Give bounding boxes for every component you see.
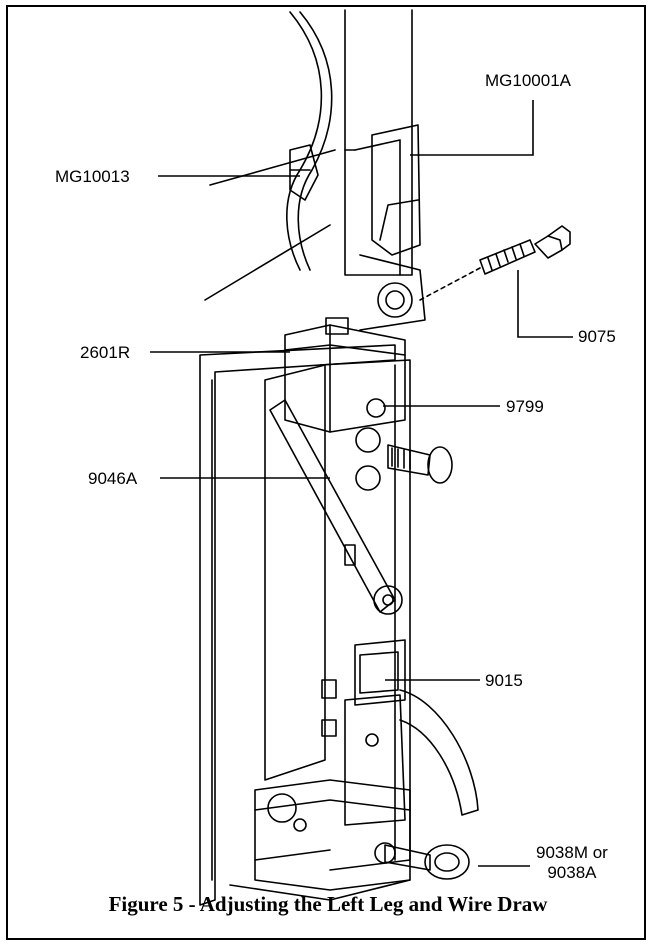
figure-caption: Figure 5 - Adjusting the Left Leg and Wi… xyxy=(108,892,548,916)
callout-9075: 9075 xyxy=(578,327,616,346)
callout-2601r: 2601R xyxy=(80,343,131,362)
bracket xyxy=(289,144,319,201)
callout-9015: 9015 xyxy=(485,671,523,690)
figure-frame xyxy=(6,5,646,940)
cable xyxy=(286,11,323,271)
main-block xyxy=(284,324,406,433)
base xyxy=(254,779,411,891)
upper-post xyxy=(344,9,413,276)
callout-mg10001a: MG10001A xyxy=(485,71,571,90)
callout-9038m-or-9038a: 9038M or 9038A xyxy=(536,843,608,882)
callout-mg10013: MG10013 xyxy=(55,167,130,186)
leader-mg10001a xyxy=(410,100,534,156)
callout-9046a: 9046A xyxy=(88,469,138,488)
bottom-knob xyxy=(384,844,431,871)
leg-body xyxy=(264,364,326,781)
adjust-knob xyxy=(387,444,431,476)
callout-9799: 9799 xyxy=(506,397,544,416)
callout-9038-line2: 9038A xyxy=(547,862,597,882)
handle xyxy=(399,689,479,816)
lever xyxy=(269,399,396,613)
callout-9038-line1: 9038M or xyxy=(536,843,608,862)
side-plate xyxy=(199,344,396,906)
leader-9075 xyxy=(517,270,573,338)
clamp-body xyxy=(371,124,421,256)
switch xyxy=(354,639,406,706)
screw xyxy=(479,239,536,275)
